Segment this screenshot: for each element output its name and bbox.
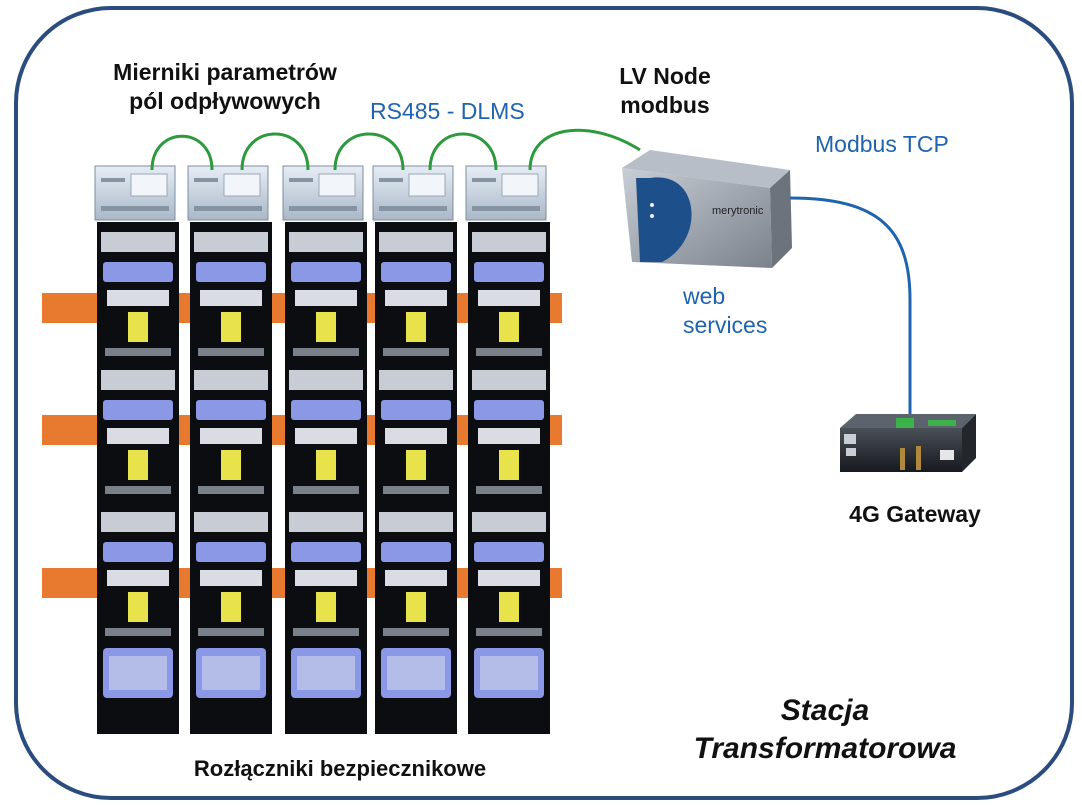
rs485-link — [333, 132, 405, 171]
lv-node-label: LV Node modbus — [600, 62, 730, 120]
lv-node-brand: merytronic — [712, 205, 764, 217]
station-label-line: Stacja — [780, 694, 870, 727]
meters-label-line: pól odpływowych — [129, 87, 321, 114]
fuse-disconnector — [468, 222, 550, 734]
rs485-label: RS485 - DLMS — [370, 98, 525, 124]
modbus-tcp-link — [789, 196, 912, 418]
meter-device — [282, 165, 364, 221]
station-frame — [14, 6, 1074, 800]
rs485-links — [150, 128, 641, 171]
gateway-label: 4G Gateway — [849, 501, 981, 527]
lv-node-label-line: LV Node — [619, 63, 711, 89]
meter-device — [187, 165, 269, 221]
rs485-link-to-node — [528, 128, 641, 171]
fuse-disconnector — [97, 222, 179, 734]
fuse-disconnectors-label: Rozłączniki bezpiecznikowe — [193, 756, 487, 781]
fuse-disconnector-columns — [97, 222, 550, 734]
station-label-line: Transformatorowa — [693, 731, 957, 765]
meter-device — [465, 165, 547, 221]
meter-device — [94, 165, 176, 221]
modbus-tcp-label: Modbus TCP — [815, 131, 949, 157]
meters-label-line: Mierniki parametrów — [113, 59, 337, 85]
web-services-label-line: services — [683, 311, 768, 338]
fuse-disconnector — [190, 222, 272, 734]
fuse-disconnector — [285, 222, 367, 734]
meter-device — [372, 165, 454, 221]
station-label: Stacja Transformatorowa — [660, 692, 990, 767]
meter-row — [94, 165, 547, 221]
rs485-link — [240, 132, 310, 171]
gateway-device — [840, 414, 976, 472]
meters-label: Mierniki parametrów pól odpływowych — [60, 58, 390, 116]
web-services-label-line: web — [683, 283, 726, 309]
rs485-link — [150, 134, 214, 171]
web-services-label: web services — [683, 282, 813, 340]
lv-node-label-line: modbus — [620, 91, 710, 118]
rs485-link — [428, 132, 498, 171]
lv-node-device: merytronic — [622, 150, 792, 268]
fuse-disconnector — [375, 222, 457, 734]
